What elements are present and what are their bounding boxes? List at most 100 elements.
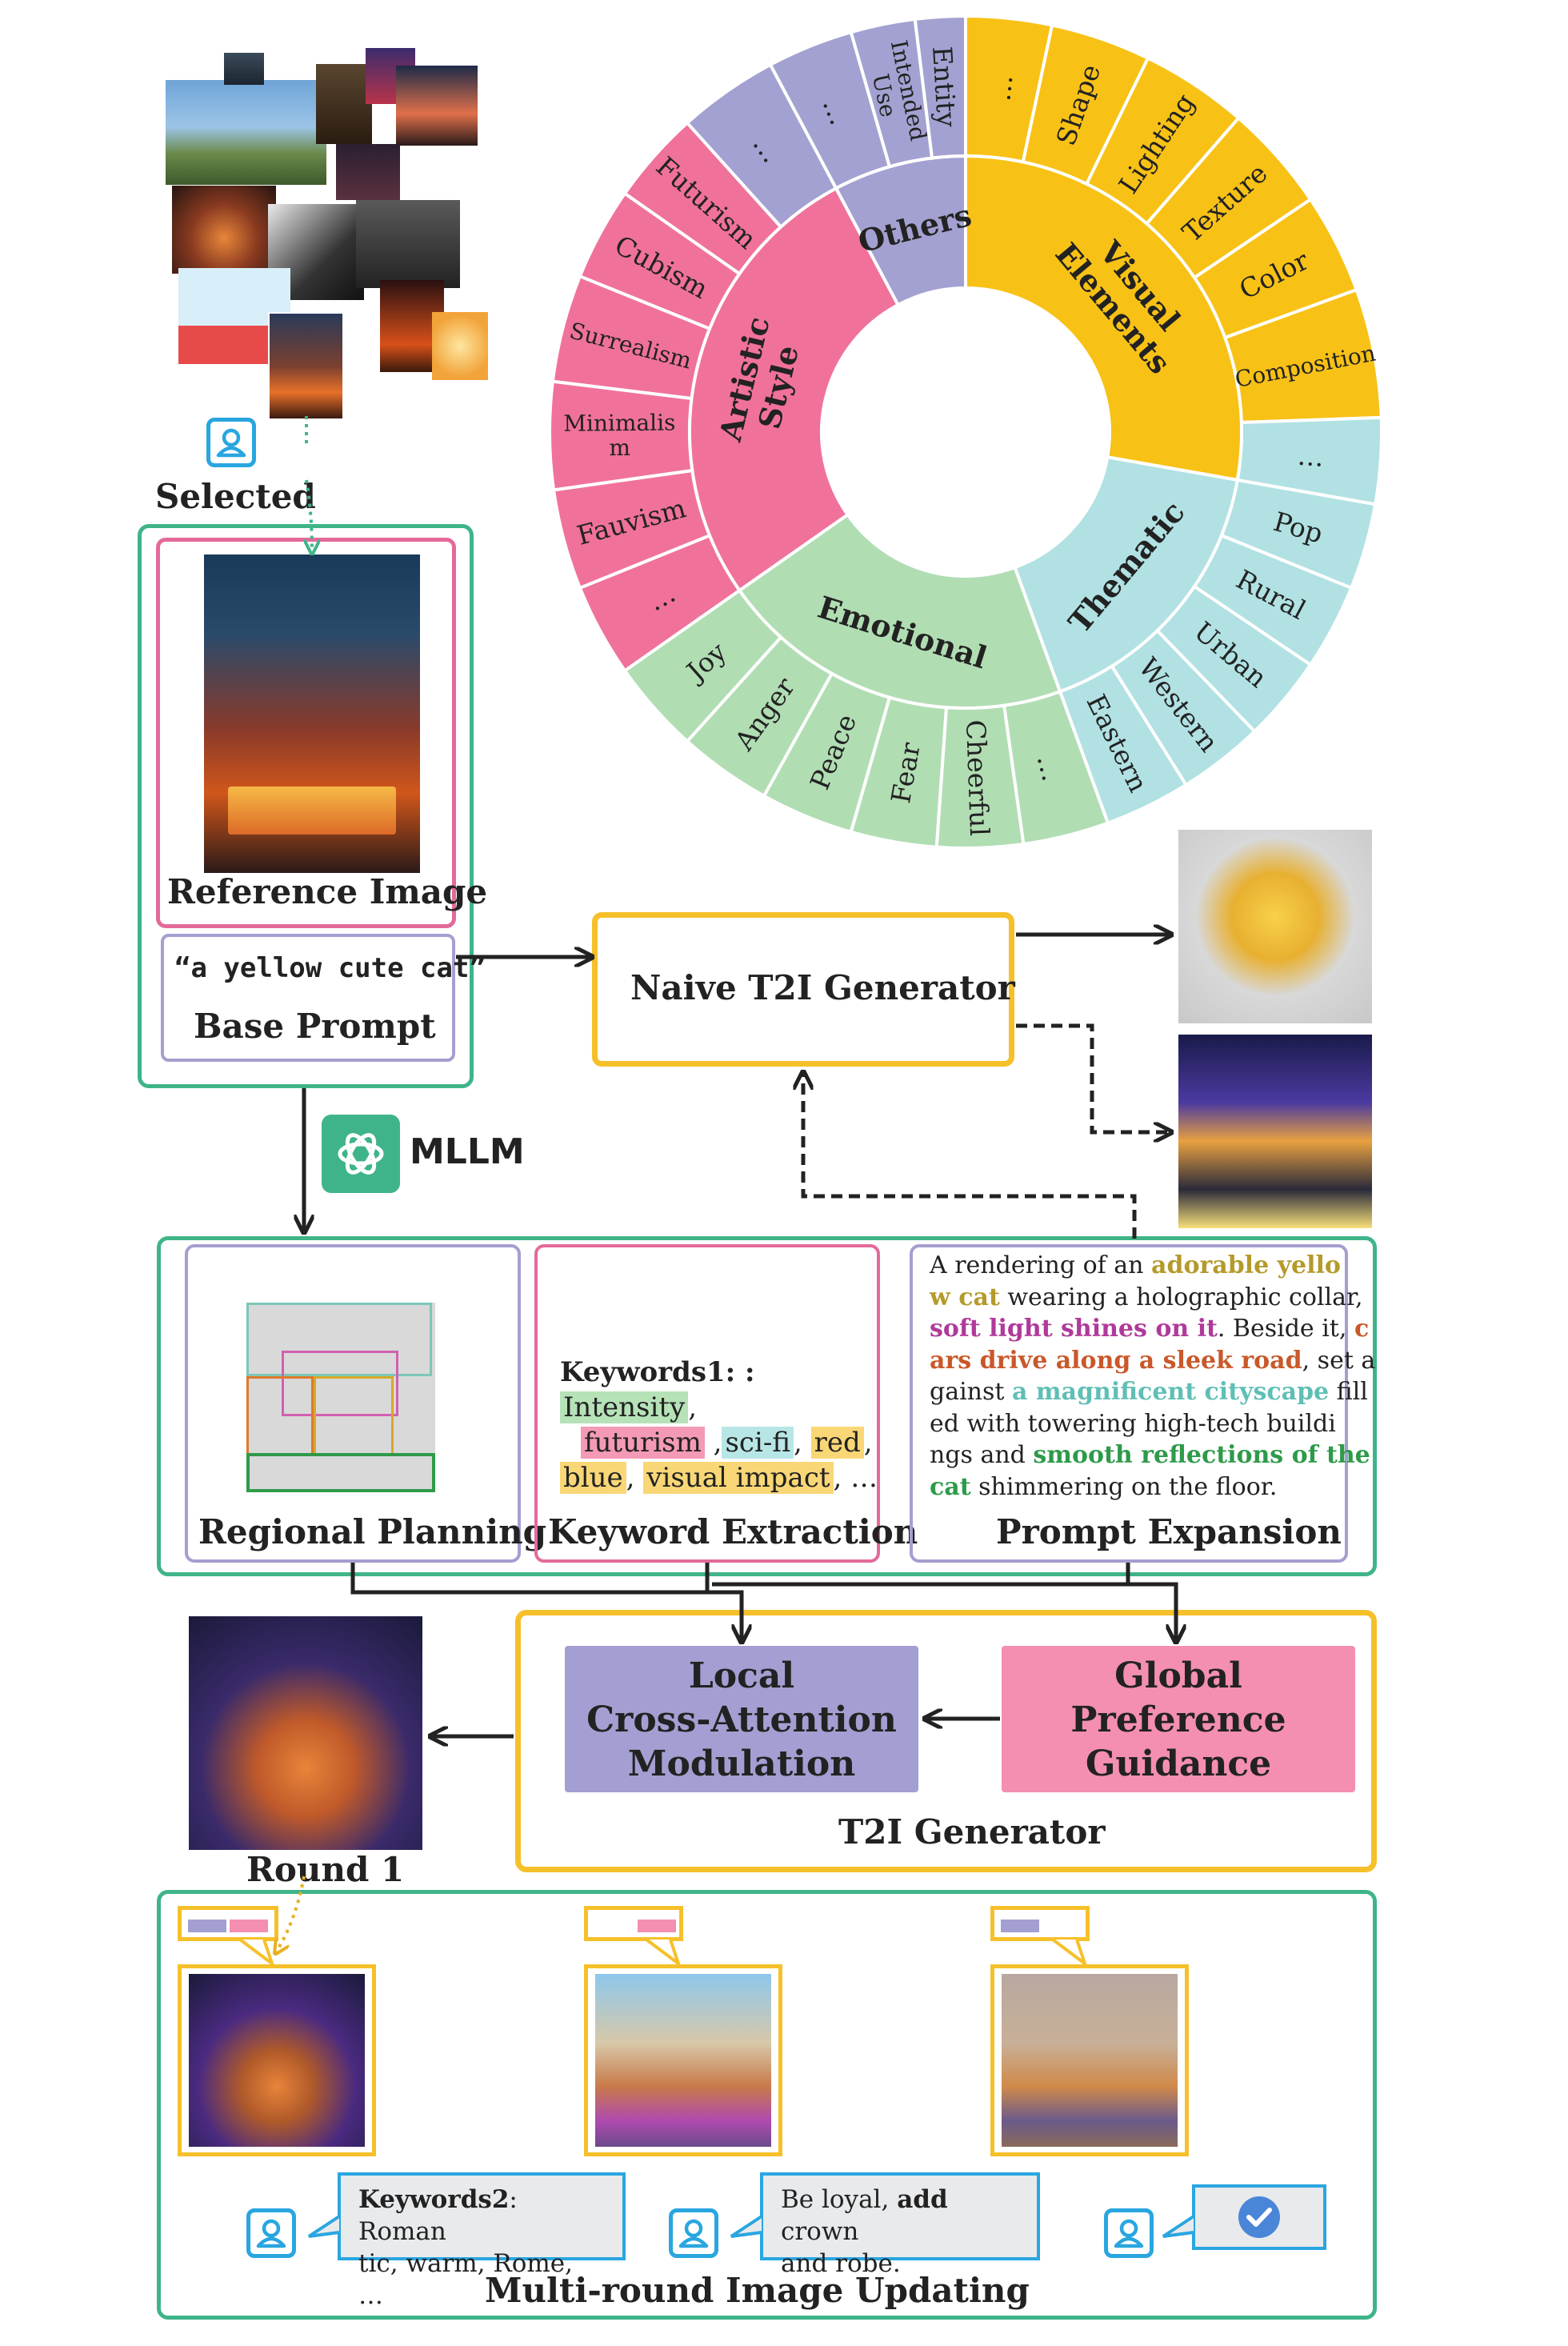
wheel-outer-label-2: … bbox=[817, 93, 856, 129]
wheel-outer-label-1: IntendedUse bbox=[862, 38, 932, 148]
wheel-outer-segment-7 bbox=[1192, 197, 1359, 340]
regional-planning-layout bbox=[246, 1303, 435, 1492]
collage-photo-dragon bbox=[356, 200, 460, 288]
wheel-outer-label-18: Peace bbox=[804, 710, 863, 794]
pe-highlight-4: a magnificent cityscape bbox=[1012, 1378, 1330, 1406]
wheel-outer-label-8: Composition bbox=[1233, 340, 1378, 393]
wheel-outer-segment-23 bbox=[548, 379, 694, 492]
round3-preference-tag bbox=[990, 1906, 1090, 1941]
round1-output-image bbox=[189, 1616, 422, 1850]
approval-bubble bbox=[1192, 2184, 1326, 2250]
round3-card bbox=[990, 1964, 1189, 2156]
tag-local-bar-3 bbox=[1001, 1920, 1039, 1932]
keywords1-block: Keywords1: : Intensity, futurism ,sci-fi… bbox=[560, 1356, 878, 1494]
selected-label: Selected bbox=[155, 477, 316, 516]
round3-card-image bbox=[1002, 1974, 1178, 2147]
check-icon bbox=[1238, 2196, 1280, 2238]
feedback-bubble: Be loyal, add crown and robe. bbox=[760, 2172, 1040, 2278]
wheel-outer-label-16: Cheerful bbox=[960, 719, 995, 837]
round2-card-image bbox=[595, 1974, 771, 2147]
pe-text-4: , set a bbox=[1302, 1346, 1376, 1375]
naive-generator-label: Naive T2I Generator bbox=[630, 968, 1015, 1007]
wheel-inner-segment-artistic-style bbox=[688, 186, 901, 593]
wheel-outer-label-9: … bbox=[1297, 440, 1326, 473]
wheel-outer-segment-17 bbox=[849, 695, 949, 849]
wheel-outer-label-3: … bbox=[985, 73, 1018, 102]
wheel-outer-segment-27 bbox=[685, 62, 838, 230]
round1-label: Round 1 bbox=[246, 1850, 405, 1889]
pe-text-4b: gainst bbox=[930, 1378, 1012, 1406]
wheel-outer-segment-10 bbox=[1219, 478, 1378, 591]
wheel-inner-label-others: Others bbox=[854, 197, 974, 259]
multi-round-group bbox=[157, 1890, 1377, 2320]
local-module-label: Local Cross-Attention Modulation bbox=[586, 1655, 897, 1784]
pe-text-3: . Beside it, bbox=[1217, 1315, 1354, 1343]
user-icon-selected bbox=[206, 418, 256, 467]
user-icon-round2 bbox=[669, 2208, 718, 2258]
keyword-2: futurism bbox=[581, 1427, 705, 1459]
reference-image-label: Reference Image bbox=[167, 872, 488, 911]
feedback-text-1: Be loyal, bbox=[781, 2185, 898, 2214]
wheel-outer-label-12: Urban bbox=[1188, 615, 1273, 694]
user-icon-round3 bbox=[1104, 2208, 1154, 2258]
wheel-outer-label-15: … bbox=[1031, 751, 1068, 784]
base-prompt-box bbox=[161, 934, 455, 1062]
wheel-outer-label-13: Western bbox=[1133, 652, 1225, 758]
feedback-bold: add bbox=[897, 2185, 948, 2214]
naive-generator-box bbox=[592, 912, 1014, 1067]
wheel-inner-segment-thematic bbox=[1012, 454, 1240, 694]
round1-card-image bbox=[189, 1974, 365, 2147]
pe-highlight-5b: cat bbox=[930, 1472, 971, 1501]
round2-card bbox=[584, 1964, 782, 2156]
wheel-inner-label-visual-elements: VisualElements bbox=[1048, 214, 1205, 381]
keyword-4: red bbox=[810, 1427, 864, 1459]
region-orange bbox=[246, 1376, 314, 1456]
wheel-outer-segment-0 bbox=[913, 14, 967, 160]
pe-highlight-3: c bbox=[1354, 1315, 1370, 1343]
regional-planning-label: Regional Planning bbox=[198, 1512, 546, 1551]
region-pink bbox=[282, 1351, 398, 1416]
wheel-outer-segment-2 bbox=[768, 30, 892, 191]
pe-text-5c: ngs and bbox=[930, 1441, 1034, 1469]
image-collage bbox=[156, 48, 492, 424]
wheel-outer-segment-16 bbox=[934, 703, 1026, 850]
wheel-outer-segment-3 bbox=[964, 14, 1054, 164]
keywords2-text: : Roman tic, warm, Rome, … bbox=[358, 2185, 573, 2310]
wheel-outer-label-25: Cubism bbox=[610, 229, 714, 305]
mllm-logo bbox=[322, 1115, 400, 1193]
naive-output-cat-1 bbox=[1178, 830, 1372, 1023]
wheel-outer-label-10: Pop bbox=[1270, 506, 1326, 550]
pe-text-6: shimmering on the floor. bbox=[970, 1472, 1278, 1501]
wheel-inner-segment-visual-elements bbox=[964, 154, 1243, 482]
wheel-outer-segment-18 bbox=[762, 671, 892, 835]
collage-photo-sunset bbox=[396, 66, 478, 146]
wheel-inner-label-thematic: Thematic bbox=[1061, 494, 1191, 640]
wheel-outer-segment-9 bbox=[1235, 415, 1383, 506]
wheel-outer-label-4: Shape bbox=[1050, 60, 1106, 149]
wheel-inner-label-artistic-style: ArtisticStyle bbox=[712, 313, 810, 453]
pe-highlight-1b: w cat bbox=[930, 1283, 1000, 1311]
collage-photo-castle bbox=[164, 78, 328, 186]
mllm-label: MLLM bbox=[410, 1131, 525, 1172]
collage-photo-bladerunner bbox=[268, 312, 344, 420]
wheel-outer-label-24: Surrealism bbox=[567, 317, 694, 374]
keyword-extraction-label: Keyword Extraction bbox=[548, 1512, 918, 1551]
pe-highlight-3b: ars drive along a sleek road bbox=[930, 1346, 1302, 1375]
global-module-box bbox=[1002, 1646, 1355, 1792]
wheel-outer-segment-11 bbox=[1192, 533, 1354, 667]
round1-preference-tag bbox=[178, 1906, 278, 1941]
wheel-outer-segment-15 bbox=[1002, 689, 1110, 847]
base-prompt-text: “a yellow cute cat” bbox=[174, 952, 486, 984]
naive-output-cat-2 bbox=[1178, 1035, 1372, 1228]
wheel-outer-segment-14 bbox=[1058, 663, 1189, 826]
arrow-naive-to-output2 bbox=[1016, 1023, 1170, 1132]
wheel-outer-label-22: Fauvism bbox=[574, 492, 689, 551]
wheel-outer-label-19: Anger bbox=[728, 671, 801, 756]
tag-local-bar bbox=[188, 1920, 226, 1932]
keyword-5: blue bbox=[560, 1462, 626, 1494]
wheel-inner-label-emotional: Emotional bbox=[814, 589, 991, 676]
wheel-outer-label-17: Fear bbox=[885, 740, 926, 806]
wheel-outer-label-21: … bbox=[642, 577, 681, 617]
wheel-outer-label-5: Lighting bbox=[1113, 88, 1201, 199]
